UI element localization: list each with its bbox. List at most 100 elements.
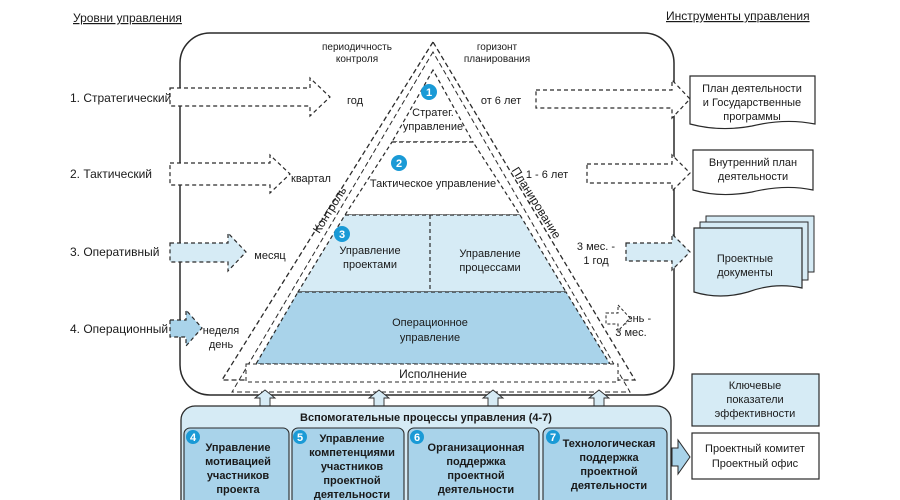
support-up-arrows	[253, 389, 611, 407]
tool-1-line-2: и Государственные	[703, 97, 801, 109]
support-item-4-line-2: мотивацией	[205, 456, 271, 468]
level-4-period-2: день	[209, 339, 234, 351]
tool-2-line-2: деятельности	[718, 171, 788, 183]
level-4-label: 4. Операционный	[70, 322, 168, 336]
tool-1-arrow	[535, 78, 691, 120]
level-1-arrow	[169, 76, 331, 118]
horizon-1: от 6 лет	[481, 95, 521, 107]
pyramid-projects-processes	[296, 214, 568, 293]
level-2-period: квартал	[291, 173, 331, 185]
projects-label-1: Управление	[339, 245, 400, 257]
processes-label-2: процессами	[459, 262, 520, 274]
support-item-5-line-3: участников	[321, 461, 384, 473]
tool-4-line-1: Ключевые	[729, 380, 782, 392]
support-item-5-line-5: деятельности	[314, 489, 390, 500]
support-item-7-line-2: поддержка	[579, 452, 639, 464]
support-item-5-line-4: проектной	[323, 475, 380, 487]
tool-4-line-3: эффективности	[715, 408, 796, 420]
level-4-period-1: неделя	[203, 325, 240, 337]
support-item-6-line-1: Организационная	[428, 442, 525, 454]
badge-1: 1	[421, 84, 437, 100]
support-item-6-line-2: поддержка	[446, 456, 506, 468]
level-3-arrow	[169, 231, 247, 273]
support-item-7	[542, 427, 668, 500]
projects-label-2: проектами	[343, 259, 397, 271]
tool-5-box: Проектный комитет Проектный офис	[691, 432, 820, 480]
outer-triangle-inner-edge	[231, 51, 631, 393]
support-item-4-line-4: проекта	[216, 484, 260, 496]
level-1-label: 1. Стратегический	[70, 91, 171, 105]
support-badge-5	[293, 430, 307, 444]
support-item-4-line-1: Управление	[205, 442, 270, 454]
badge-2: 2	[391, 155, 407, 171]
support-badge-6-number: 6	[414, 432, 420, 444]
support-badge-7	[546, 430, 560, 444]
execution-bar	[245, 363, 619, 383]
horizon-4-line-2: 3 мес.	[615, 327, 646, 339]
support-badge-7-number: 7	[550, 432, 556, 444]
control-period-label-2: контроля	[336, 54, 378, 65]
support-item-7-line-4: деятельности	[571, 480, 647, 492]
horizon-label-2: планирования	[464, 54, 530, 65]
tool-4-arrow	[605, 303, 631, 333]
tool-5-line-1: Проектный комитет	[705, 443, 805, 455]
tools-header: Инструменты управления	[666, 9, 810, 23]
horizon-3-line-1: 3 мес. -	[577, 241, 615, 253]
tool-3-arrow	[625, 232, 691, 272]
horizon-2: 1 - 6 лет	[526, 169, 568, 181]
support-item-6	[407, 427, 540, 500]
tactical-label: Тактическое управление	[370, 178, 496, 190]
support-item-5	[291, 427, 405, 500]
badge-1-number: 1	[426, 87, 432, 99]
support-item-7-line-1: Технологическая	[563, 438, 656, 450]
support-item-6-line-3: проектной	[447, 470, 504, 482]
tool-3-line-1: Проектные	[717, 253, 773, 265]
tool-3-line-2: документы	[717, 267, 773, 279]
support-badge-4-number: 4	[190, 432, 197, 444]
support-to-tools-arrow	[671, 438, 691, 476]
support-badge-5-number: 5	[297, 432, 303, 444]
level-2-label: 2. Тактический	[70, 167, 152, 181]
tool-2-line-1: Внутренний план	[709, 157, 797, 169]
badge-3-number: 3	[339, 229, 345, 241]
tool-2-arrow	[586, 153, 691, 193]
tool-2-document: Внутренний план деятельности	[692, 149, 814, 196]
horizon-label-1: горизонт	[477, 42, 518, 53]
tool-1-document: План деятельности и Государственные прог…	[689, 75, 816, 130]
support-badge-4	[186, 430, 200, 444]
tool-4-box: Ключевые показатели эффективности	[691, 373, 820, 427]
support-item-4	[183, 427, 290, 500]
badge-3: 3	[334, 226, 350, 242]
support-badge-6	[410, 430, 424, 444]
pyramid-tactical	[343, 141, 522, 216]
tool-4-line-2: показатели	[726, 394, 783, 406]
tool-1-line-3: программы	[723, 111, 781, 123]
strategic-label-1: Стратег.	[412, 107, 454, 119]
support-title: Вспомогательные процессы управления (4-7…	[300, 412, 552, 424]
operational-label-1: Операционное	[392, 317, 468, 329]
badge-2-number: 2	[396, 158, 402, 170]
level-1-period: год	[347, 95, 364, 107]
horizon-3-line-2: 1 год	[583, 255, 609, 267]
support-item-6-line-4: деятельности	[438, 484, 514, 496]
levels-header: Уровни управления	[73, 11, 182, 25]
level-3-period: месяц	[254, 250, 286, 262]
level-3-label: 3. Оперативный	[70, 245, 159, 259]
execution-label: Исполнение	[399, 367, 467, 381]
processes-label-1: Управление	[459, 248, 520, 260]
support-item-5-line-1: Управление	[319, 433, 384, 445]
pyramid-strategic	[390, 68, 475, 143]
level-4-arrow	[169, 308, 203, 348]
operational-label-2: управление	[400, 332, 460, 344]
tool-5-line-2: Проектный офис	[712, 458, 799, 470]
strategic-label-2: управление	[403, 121, 463, 133]
support-item-7-line-3: проектной	[580, 466, 637, 478]
support-item-5-line-2: компетенциями	[309, 447, 395, 459]
level-2-arrow	[169, 153, 291, 195]
tool-3-documents-stack: Проектные документы	[693, 215, 815, 297]
control-period-label-1: периодичность	[322, 42, 392, 53]
tool-1-line-1: План деятельности	[702, 83, 802, 95]
support-item-4-line-3: участников	[207, 470, 270, 482]
